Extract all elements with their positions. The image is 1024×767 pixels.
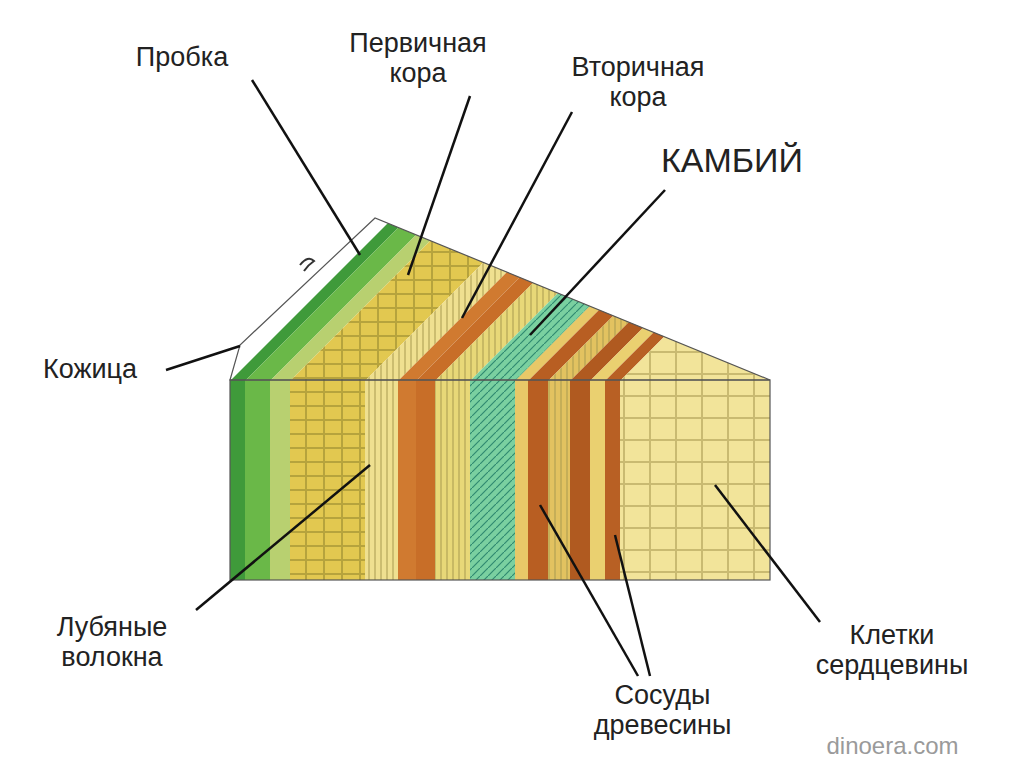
tissue-texture: [470, 380, 515, 580]
part-label: Клетки сердцевины: [792, 620, 992, 680]
tissue-band: [365, 380, 398, 580]
tissue-band: [230, 380, 245, 580]
part-label: Сосуды древесины: [573, 680, 753, 740]
tissue-band: [398, 380, 416, 580]
part-label: Вторичная кора: [551, 52, 726, 112]
tissue-ring: [620, 307, 800, 381]
tissue-band: [470, 380, 515, 580]
tissue-texture: [365, 380, 398, 580]
tissue-band: [590, 380, 605, 580]
tissue-band: [570, 380, 590, 580]
tissue-texture: [435, 380, 470, 580]
part-label: Кожица: [10, 354, 170, 384]
tissue-texture: [620, 380, 770, 580]
tissue-band: [620, 380, 770, 580]
part-label: КАМБИЙ: [632, 140, 832, 180]
watermark: dinoera.com: [770, 732, 1015, 760]
tissue-band: [515, 380, 528, 580]
tissue-band: [270, 380, 290, 580]
part-label: Пробка: [112, 42, 252, 72]
tissue-band: [435, 380, 470, 580]
part-label: Первичная кора: [333, 28, 503, 88]
tissue-band: [528, 380, 548, 580]
tissue-band: [416, 380, 435, 580]
tissue-ring-texture: [620, 307, 800, 381]
part-label: Лубяные волокна: [37, 612, 187, 672]
